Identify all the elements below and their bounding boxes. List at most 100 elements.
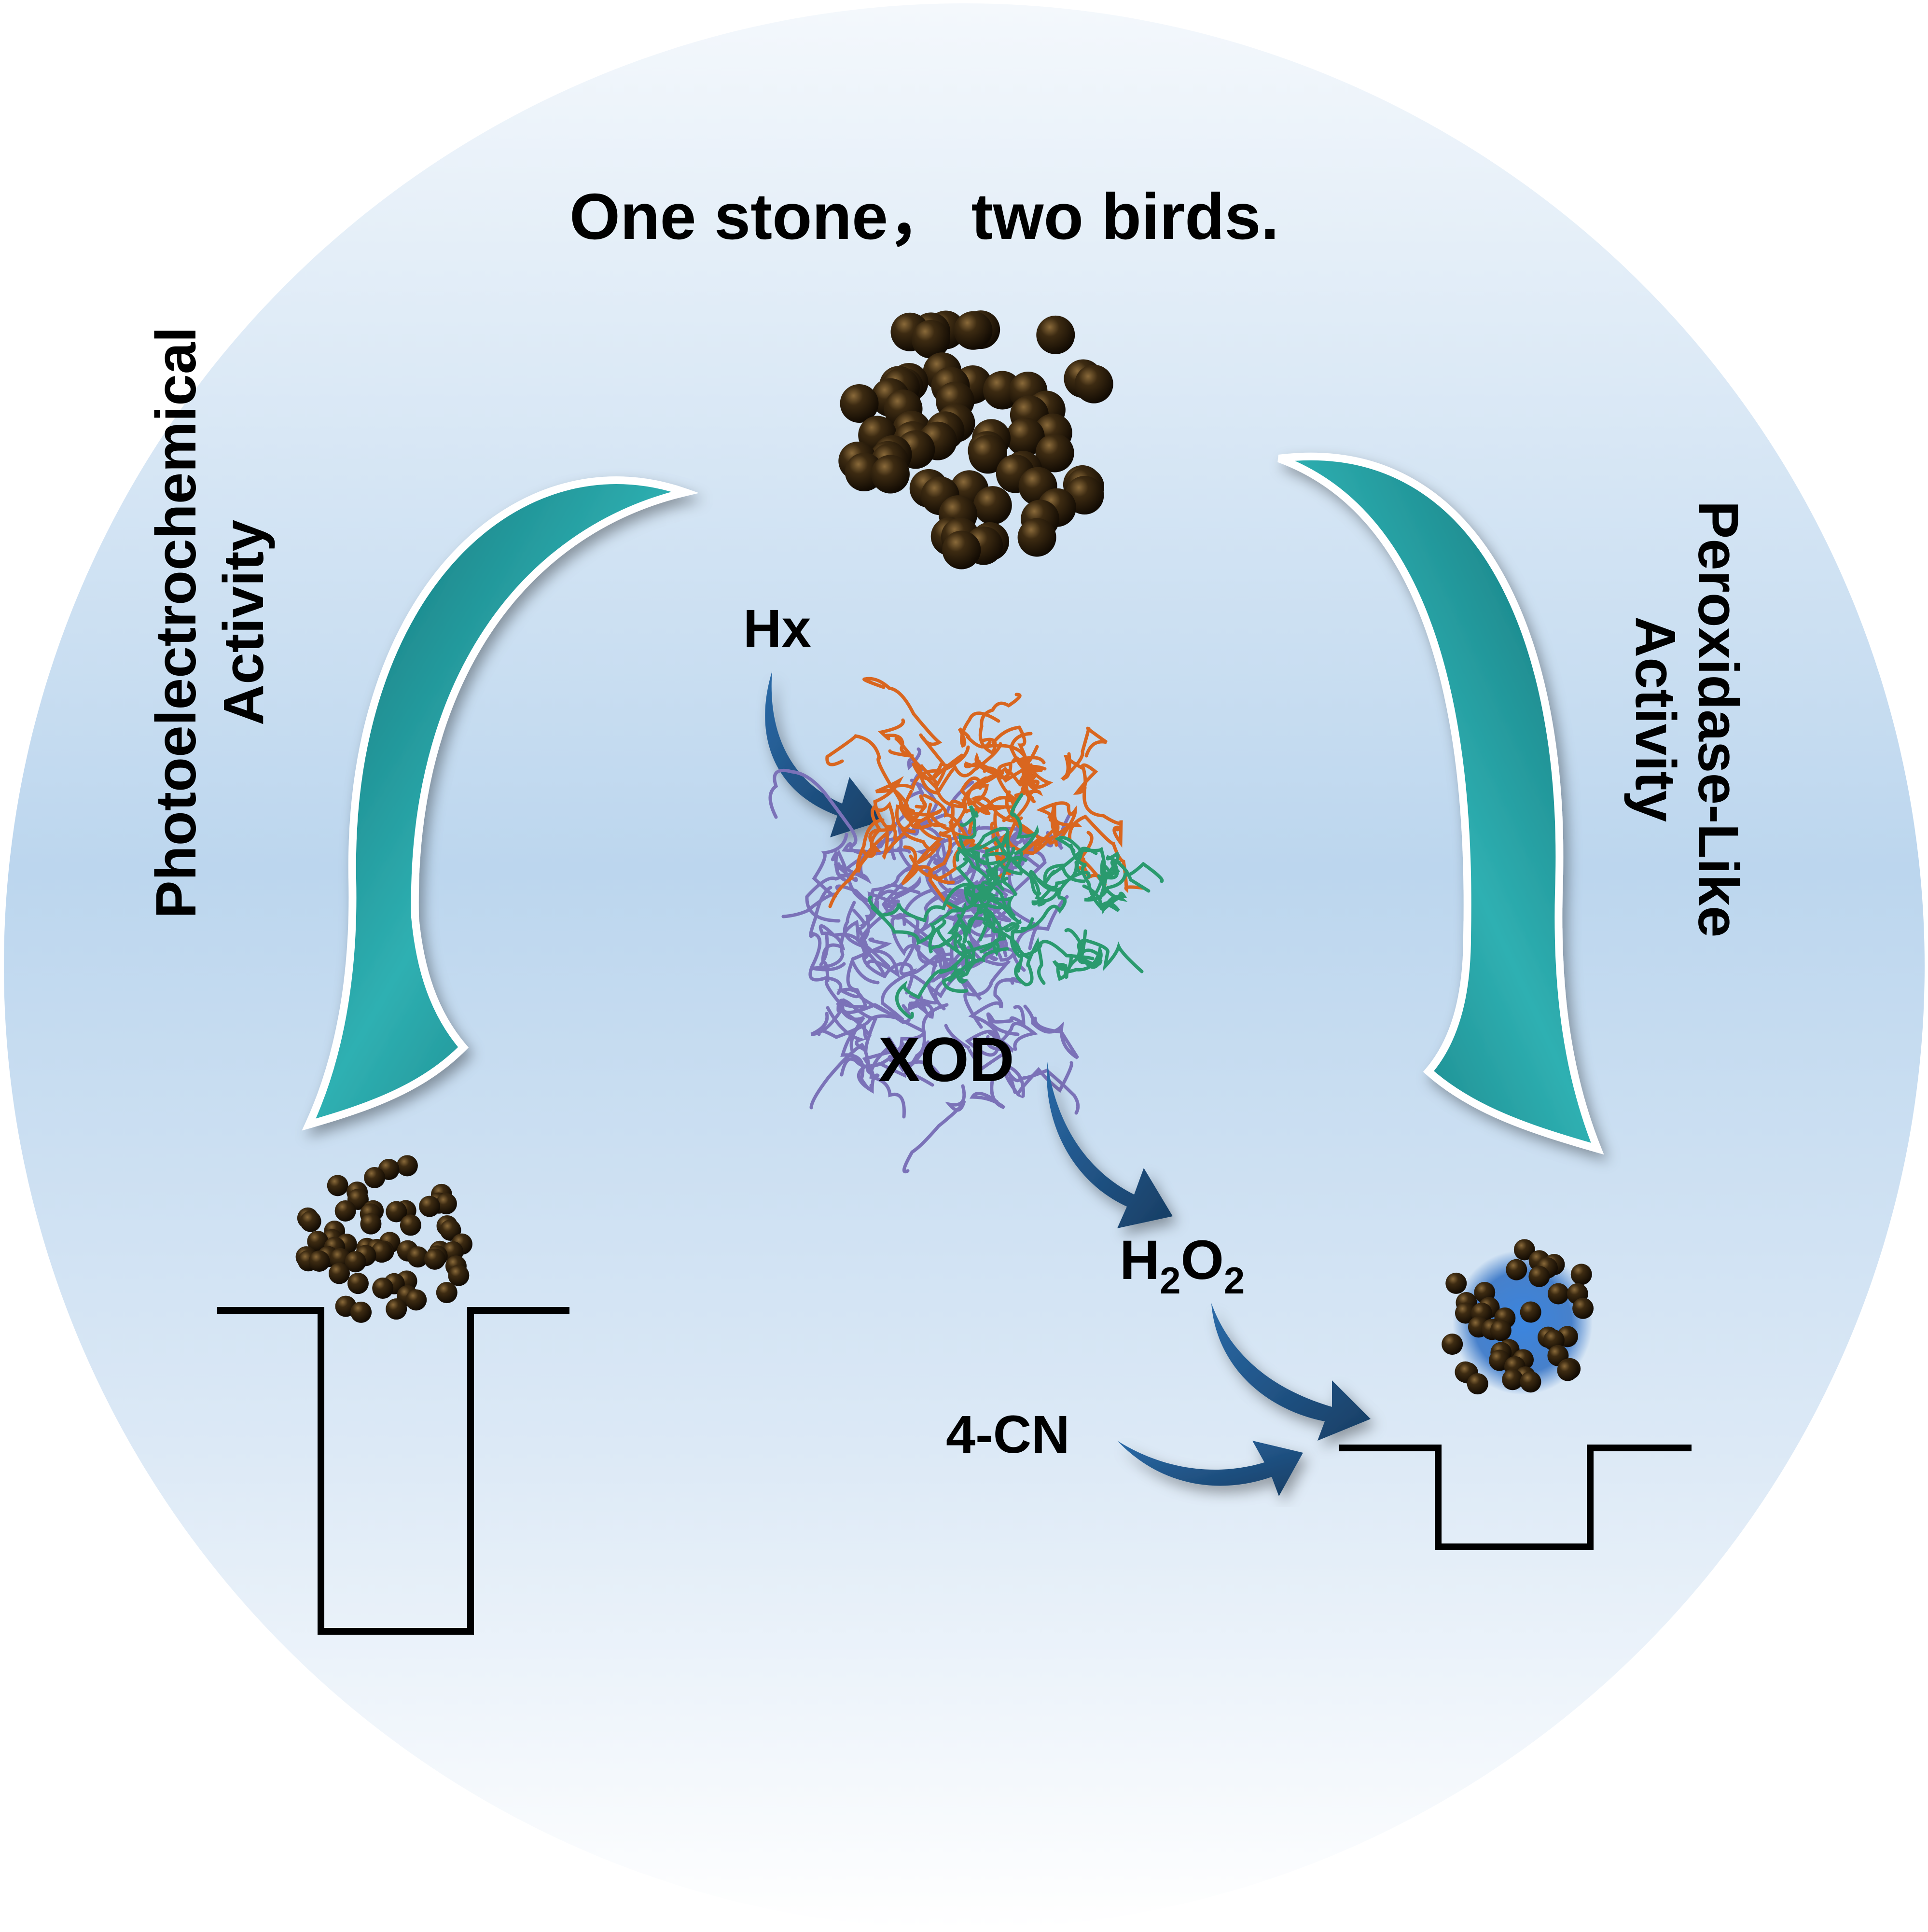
- enzyme-ribbon: [890, 913, 968, 967]
- particle-sphere: [347, 1273, 369, 1294]
- enzyme-ribbon: [946, 943, 1011, 1029]
- particle-sphere: [1506, 1259, 1527, 1280]
- particle-sphere: [1547, 1283, 1569, 1305]
- enzyme-ribbon: [985, 828, 1009, 891]
- particle-sphere: [1467, 1373, 1488, 1395]
- substrate-label: Hx: [743, 599, 811, 658]
- enzyme-ribbon: [873, 776, 904, 840]
- enzyme-ribbon: [1052, 944, 1103, 973]
- enzyme-ribbon: [836, 956, 880, 1009]
- enzyme-ribbon: [877, 718, 914, 758]
- particle-sphere: [954, 311, 993, 350]
- arrow-hx-to-xod: [765, 671, 883, 837]
- enzyme-ribbon: [986, 1005, 1026, 1036]
- enzyme-ribbon: [950, 935, 999, 1001]
- particle-sphere: [1035, 433, 1074, 473]
- enzyme-ribbon: [781, 833, 848, 918]
- particle-sphere: [334, 1200, 356, 1222]
- enzyme-ribbon: [871, 898, 979, 945]
- nanoparticle-cluster-icon: [838, 310, 1113, 570]
- enzyme-ribbon: [957, 847, 1004, 909]
- particle-sphere: [364, 1167, 386, 1188]
- enzyme-ribbon: [939, 947, 1009, 984]
- enzyme-ribbon: [1082, 786, 1123, 848]
- particle-sphere: [371, 1241, 392, 1263]
- particle-sphere: [1074, 364, 1113, 403]
- arrow-h2o2-to-signal: [1211, 1303, 1371, 1441]
- enzyme-ribbon: [1010, 917, 1095, 960]
- particle-sphere: [969, 435, 1008, 474]
- current-signal-icon: [217, 1307, 569, 1635]
- enzyme-ribbon: [911, 815, 944, 865]
- particle-sphere: [1006, 417, 1045, 457]
- particle-sphere: [1036, 315, 1075, 354]
- enzyme-ribbon: [856, 818, 897, 873]
- particle-sphere: [350, 1301, 372, 1323]
- particle-sphere: [1570, 1264, 1592, 1285]
- enzyme-ribbon: [895, 803, 948, 834]
- enzyme-ribbon: [944, 1024, 1014, 1072]
- enzyme-ribbon: [862, 1045, 906, 1119]
- particle-sphere: [1502, 1369, 1524, 1390]
- particle-sphere: [911, 320, 950, 359]
- enzyme-ribbon: [958, 805, 988, 864]
- right-swoosh-arrow: [1277, 452, 1604, 1155]
- enzyme-ribbon: [1069, 844, 1127, 912]
- particle-sphere: [400, 1214, 421, 1236]
- enzyme-ribbon: [974, 836, 1046, 907]
- enzyme-label: XOD: [878, 1024, 1014, 1095]
- enzyme-ribbon: [861, 801, 895, 858]
- product-sub2: 2: [1224, 1259, 1245, 1302]
- particle-sphere: [386, 1201, 407, 1223]
- enzyme-ribbon: [921, 798, 989, 833]
- particle-sphere: [435, 1193, 457, 1215]
- svg-text:H2O2: H2O2: [1120, 1229, 1245, 1302]
- enzyme-ribbon: [1029, 870, 1060, 906]
- enzyme-ribbon: [843, 901, 914, 995]
- enzyme-ribbon: [986, 744, 1043, 797]
- enzyme-ribbon: [867, 882, 972, 923]
- enzyme-ribbon: [1098, 851, 1151, 900]
- enzyme-ribbon: [986, 756, 1054, 807]
- enzyme-ribbon: [1047, 814, 1082, 847]
- particle-sphere: [942, 530, 981, 570]
- particle-sphere: [405, 1289, 427, 1311]
- page-title: One stone， two birds.: [569, 180, 1279, 253]
- nanoparticle-cluster-blue-icon: [1442, 1239, 1594, 1395]
- enzyme-ribbon: [978, 907, 1002, 954]
- particle-sphere: [1017, 518, 1056, 557]
- enzyme-ribbon: [965, 1022, 1039, 1057]
- enzyme-ribbon: [825, 734, 904, 808]
- enzyme-ribbon: [957, 885, 988, 935]
- enzyme-ribbon: [808, 886, 843, 995]
- particle-sphere: [436, 1282, 458, 1304]
- particle-sphere: [327, 1175, 348, 1196]
- product-h: H: [1120, 1229, 1160, 1291]
- left-swoosh-arrow: [302, 476, 699, 1131]
- particle-sphere: [1513, 1239, 1535, 1261]
- enzyme-ribbon: [835, 884, 900, 909]
- enzyme-ribbon: [1014, 937, 1046, 987]
- enzyme-ribbon: [894, 914, 938, 976]
- right-label-line2: Activity: [1623, 616, 1687, 822]
- particle-sphere: [424, 1248, 446, 1270]
- enzyme-ribbon: [810, 1001, 912, 1036]
- particle-sphere: [1455, 1302, 1476, 1324]
- enzyme-ribbon: [1084, 862, 1164, 902]
- right-activity-label: Peroxidase-Like Activity: [1623, 500, 1750, 937]
- particle-sphere: [372, 1278, 394, 1299]
- particle-sphere: [1490, 1320, 1512, 1341]
- particle-sphere: [1445, 1272, 1467, 1294]
- enzyme-ribbon: [928, 919, 973, 959]
- enzyme-ribbon: [1043, 847, 1098, 887]
- particle-sphere: [407, 1246, 429, 1268]
- particle-sphere: [1557, 1360, 1579, 1381]
- enzyme-ribbon: [887, 1003, 949, 1072]
- enzyme-ribbon: [851, 937, 900, 978]
- enzyme-ribbon: [902, 1084, 966, 1174]
- left-activity-label: Photoelectrochemical Activity: [144, 327, 276, 918]
- enzyme-ribbon: [1020, 871, 1091, 931]
- enzyme-ribbon: [985, 865, 1018, 921]
- particle-sphere: [1572, 1297, 1594, 1319]
- enzyme-ribbon: [968, 805, 1038, 848]
